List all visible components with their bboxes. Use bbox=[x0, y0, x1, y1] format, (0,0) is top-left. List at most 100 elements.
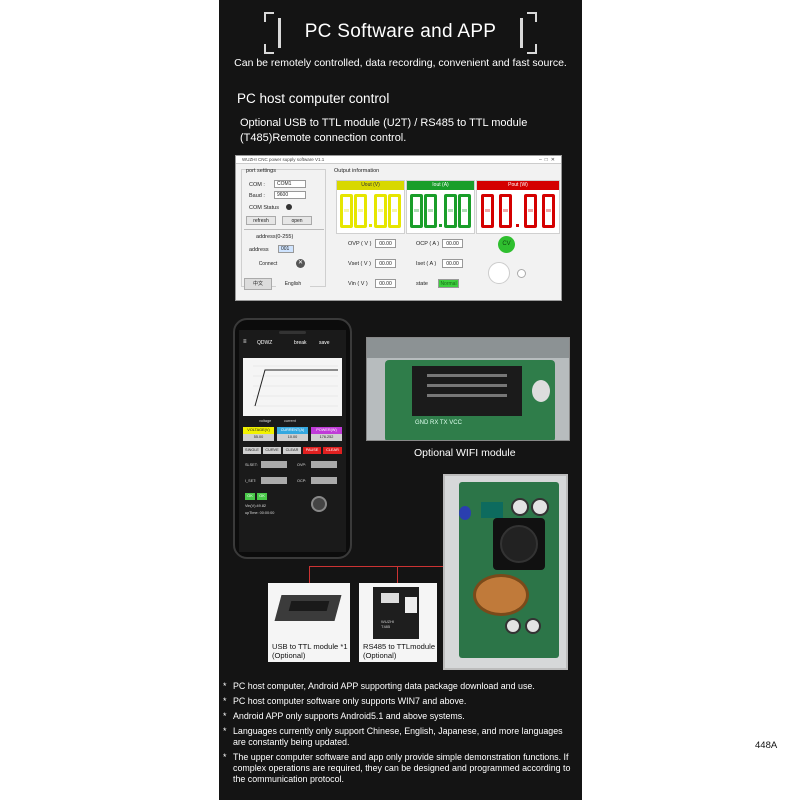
power-toggle-button[interactable] bbox=[311, 496, 327, 512]
live-plot bbox=[243, 358, 342, 416]
single-button[interactable]: SINGLE bbox=[243, 447, 261, 454]
window-controls: –□✕ bbox=[539, 157, 558, 163]
rs485-board-text: WUZHI T485 bbox=[381, 619, 395, 629]
pc-software-window: WUZHI CNC power supply software V1.1 –□✕… bbox=[235, 155, 562, 301]
uptime-readout: upTime: 00:00:00 bbox=[245, 511, 275, 515]
baud-select[interactable]: 9600 bbox=[274, 191, 306, 199]
connector-line-left bbox=[309, 566, 310, 583]
product-panel: PC Software and APP Can be remotely cont… bbox=[219, 0, 582, 800]
save-button[interactable]: save bbox=[319, 340, 330, 346]
plot-svg bbox=[253, 365, 338, 407]
language-chinese-button[interactable]: 中文 bbox=[244, 278, 272, 290]
output-info-label: Output information bbox=[334, 168, 380, 174]
voltage-value: 55.00 bbox=[243, 434, 274, 441]
connect-button[interactable]: Connect bbox=[248, 259, 288, 268]
ok-button[interactable]: OK bbox=[245, 493, 255, 500]
ovp-input[interactable] bbox=[311, 461, 337, 468]
curve-button[interactable]: CURVE bbox=[263, 447, 281, 454]
page-title: PC Software and APP bbox=[304, 21, 497, 42]
vset-field[interactable]: 00.00 bbox=[375, 259, 396, 268]
ovp-label: OVP ( V ) bbox=[348, 241, 372, 247]
port-settings-label: port settings bbox=[246, 168, 276, 174]
rs485-module-caption: RS485 to TTLmodule (Optional) bbox=[363, 642, 436, 660]
language-english-button[interactable]: English bbox=[276, 278, 310, 290]
state-label: state bbox=[416, 281, 428, 287]
power-supply-board-photo bbox=[443, 474, 568, 670]
break-button[interactable]: break bbox=[294, 340, 307, 346]
com-select[interactable]: COM1 bbox=[274, 180, 306, 188]
power-display: Pout (W) bbox=[476, 180, 560, 234]
address-range-label: address(0-255) bbox=[256, 234, 294, 240]
note-item: *PC host computer, Android APP supportin… bbox=[223, 681, 535, 691]
clear-button[interactable]: CLEAR bbox=[323, 447, 342, 454]
asterisk-icon: * bbox=[223, 726, 227, 736]
ovp-field[interactable]: 00.00 bbox=[375, 239, 396, 248]
baud-label: Baud : bbox=[249, 193, 265, 199]
voltage-display: Uout (V) bbox=[336, 180, 405, 234]
legend-current: current bbox=[284, 419, 296, 423]
window-title: WUZHI CNC power supply software V1.1 bbox=[236, 156, 561, 164]
phone-screen: ≡ QDWZ break save voltage current VOLTAG… bbox=[239, 330, 346, 552]
connector-line-right bbox=[397, 566, 398, 583]
ok-button-2[interactable]: OK bbox=[257, 493, 267, 500]
ocp-label: OCP ( A ) bbox=[416, 241, 440, 247]
output-toggle-button[interactable] bbox=[488, 262, 510, 284]
title-frame: PC Software and APP bbox=[264, 12, 537, 54]
app-bar: ≡ QDWZ break save bbox=[239, 337, 346, 351]
app-name: QDWZ bbox=[257, 340, 273, 346]
asterisk-icon: * bbox=[223, 681, 227, 691]
note-item: *Languages currently only support Chines… bbox=[223, 726, 563, 747]
model-label: 448A bbox=[755, 740, 778, 751]
rs485-module-card: WUZHI T485 RS485 to TTLmodule (Optional) bbox=[359, 583, 437, 662]
asterisk-icon: * bbox=[223, 696, 227, 706]
usb-module-caption: USB to TTL module *1 (Optional) bbox=[272, 642, 348, 660]
wifi-module-caption: Optional WIFI module bbox=[414, 447, 516, 459]
close-icon[interactable]: ✕ bbox=[296, 259, 305, 268]
power-label: POWER(W) bbox=[311, 427, 342, 434]
ocp-label: OCP: bbox=[297, 479, 307, 483]
state-badge: Normal bbox=[438, 279, 459, 288]
legend-voltage: voltage bbox=[259, 419, 272, 423]
note-item: *PC host computer software only supports… bbox=[223, 696, 467, 706]
section-heading: PC host computer control bbox=[237, 91, 390, 106]
note-item: *Android APP only supports Android5.1 an… bbox=[223, 711, 465, 721]
asterisk-icon: * bbox=[223, 752, 227, 762]
open-button[interactable]: open bbox=[282, 216, 312, 225]
iset-label: Iset ( A ) bbox=[416, 261, 437, 267]
vset-label: Vset ( V ) bbox=[348, 261, 371, 267]
slset-label: SLSET: bbox=[245, 463, 258, 467]
iset-input[interactable] bbox=[261, 477, 287, 484]
cv-indicator: CV bbox=[498, 236, 515, 253]
current-display: Iout (A) bbox=[406, 180, 475, 234]
android-phone: ≡ QDWZ break save voltage current VOLTAG… bbox=[233, 318, 352, 559]
current-label: CURRENT(A) bbox=[277, 427, 308, 434]
refresh-button[interactable]: refresh bbox=[246, 216, 276, 225]
voltage-label: VOLTAGE(V) bbox=[243, 427, 274, 434]
connector-line bbox=[309, 566, 443, 567]
iset-field[interactable]: 00.00 bbox=[442, 259, 463, 268]
address-input[interactable]: 001 bbox=[278, 245, 294, 253]
output-indicator bbox=[517, 269, 526, 278]
vin-field: 00.00 bbox=[375, 279, 396, 288]
slset-input[interactable] bbox=[261, 461, 287, 468]
menu-icon[interactable]: ≡ bbox=[243, 339, 247, 345]
power-header: Pout (W) bbox=[477, 181, 559, 190]
page-subtitle: Can be remotely controlled, data recordi… bbox=[234, 57, 567, 69]
clear-curve-button[interactable]: CLEAR bbox=[283, 447, 301, 454]
iset-label: I_SET: bbox=[245, 479, 257, 483]
usb-ttl-module-card: USB to TTL module *1 (Optional) bbox=[268, 583, 350, 662]
note-item: *The upper computer software and app onl… bbox=[223, 752, 571, 784]
vin-label: Vin ( V ) bbox=[348, 281, 368, 287]
current-header: Iout (A) bbox=[407, 181, 474, 190]
ovp-label: OVP: bbox=[297, 463, 307, 467]
asterisk-icon: * bbox=[223, 711, 227, 721]
current-value: 10.00 bbox=[277, 434, 308, 441]
voltage-header: Uout (V) bbox=[337, 181, 404, 190]
com-status-label: COM Status bbox=[249, 205, 279, 211]
address-label: address bbox=[249, 247, 269, 253]
ocp-input[interactable] bbox=[311, 477, 337, 484]
notes-list: *PC host computer, Android APP supportin… bbox=[223, 681, 577, 789]
ocp-field[interactable]: 00.00 bbox=[442, 239, 463, 248]
pause-button[interactable]: PAUSE bbox=[303, 447, 321, 454]
wifi-module-photo: GND RX TX VCC bbox=[366, 337, 570, 441]
